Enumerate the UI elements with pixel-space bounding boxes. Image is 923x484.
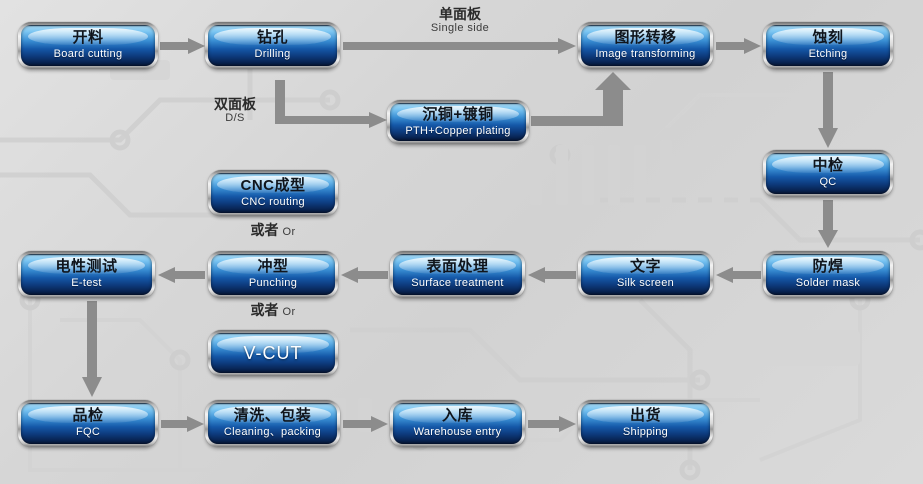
node-v-cut[interactable]: V-CUT <box>208 330 338 376</box>
node-v-cut-cn: V-CUT <box>243 342 303 363</box>
conn-cleaning-to-warehouse <box>343 416 388 432</box>
conn-e-test-to-fqc <box>82 301 102 397</box>
conn-fqc-to-cleaning <box>161 416 204 432</box>
node-fqc[interactable]: 品检 FQC <box>18 400 158 447</box>
node-e-test-en: E-test <box>71 277 102 290</box>
choice-label-or-1-en: Or <box>282 226 296 238</box>
node-qc[interactable]: 中检 QC <box>763 150 893 197</box>
branch-label-single-side-cn: 单面板 <box>439 6 481 22</box>
choice-label-or-2-en: Or <box>282 306 296 318</box>
conn-warehouse-to-shipping <box>528 416 576 432</box>
node-drilling-cn: 钻孔 <box>256 29 288 47</box>
node-pth-copper-plating-en: PTH+Copper plating <box>405 124 511 137</box>
node-shipping[interactable]: 出货 Shipping <box>578 400 713 447</box>
node-cleaning-packing[interactable]: 清洗、包装 Cleaning、packing <box>205 400 340 447</box>
node-qc-cn: 中检 <box>812 157 844 175</box>
branch-label-double-side-cn: 双面板 <box>214 96 256 112</box>
node-shipping-cn: 出货 <box>629 407 661 425</box>
node-pth-copper-plating[interactable]: 沉铜+镀铜 PTH+Copper plating <box>387 100 529 144</box>
conn-etching-to-qc <box>818 72 838 148</box>
node-qc-en: QC <box>819 176 837 189</box>
conn-surface-treatment-to-punching <box>341 267 388 283</box>
choice-label-or-2-cn: 或者 <box>250 302 279 318</box>
branch-label-double-side: 双面板 D/S <box>190 96 280 125</box>
node-pth-copper-plating-cn: 沉铜+镀铜 <box>422 105 494 123</box>
choice-label-or-1-cn: 或者 <box>250 222 279 238</box>
node-solder-mask[interactable]: 防焊 Solder mask <box>763 251 893 298</box>
node-cnc-routing-cn: CNC成型 <box>240 176 306 194</box>
node-etching[interactable]: 蚀刻 Etching <box>763 22 893 69</box>
branch-label-single-side-en: Single side <box>430 22 490 35</box>
conn-drilling-to-pth <box>275 80 387 136</box>
node-drilling[interactable]: 钻孔 Drilling <box>205 22 340 69</box>
conn-solder-mask-to-silk-screen <box>716 267 761 283</box>
node-surface-treatment-en: Surface treatment <box>411 277 504 290</box>
node-solder-mask-en: Solder mask <box>795 277 861 290</box>
node-cleaning-packing-en: Cleaning、packing <box>223 426 322 439</box>
node-fqc-en: FQC <box>75 426 101 439</box>
node-e-test[interactable]: 电性测试 E-test <box>18 251 155 298</box>
node-cnc-routing[interactable]: CNC成型 CNC routing <box>208 170 338 216</box>
node-etching-cn: 蚀刻 <box>812 29 844 47</box>
conn-qc-to-solder-mask <box>818 200 838 248</box>
node-warehouse-entry-cn: 入库 <box>441 407 473 425</box>
conn-drilling-to-image-transforming <box>343 38 576 54</box>
conn-board-cutting-to-drilling <box>160 38 205 54</box>
node-board-cutting-cn: 开料 <box>72 29 104 47</box>
conn-punching-to-e-test <box>158 267 205 283</box>
node-fqc-cn: 品检 <box>72 407 104 425</box>
node-shipping-en: Shipping <box>622 426 669 439</box>
node-etching-en: Etching <box>808 48 848 61</box>
node-punching-en: Punching <box>248 277 298 290</box>
branch-label-single-side: 单面板 Single side <box>385 6 535 35</box>
conn-silk-screen-to-surface-treatment <box>528 267 576 283</box>
node-e-test-cn: 电性测试 <box>55 258 118 276</box>
node-punching[interactable]: 冲型 Punching <box>208 251 338 298</box>
node-silk-screen[interactable]: 文字 Silk screen <box>578 251 713 298</box>
node-board-cutting[interactable]: 开料 Board cutting <box>18 22 158 69</box>
conn-image-transforming-to-etching <box>716 38 761 54</box>
conn-pth-to-image-transforming <box>531 72 631 126</box>
node-punching-cn: 冲型 <box>257 258 289 276</box>
node-drilling-en: Drilling <box>254 48 291 61</box>
node-warehouse-entry[interactable]: 入库 Warehouse entry <box>390 400 525 447</box>
node-surface-treatment-cn: 表面处理 <box>426 258 489 276</box>
node-cnc-routing-en: CNC routing <box>241 195 305 208</box>
node-image-transforming[interactable]: 图形转移 Image transforming <box>578 22 713 69</box>
node-cleaning-packing-cn: 清洗、包装 <box>233 407 312 425</box>
node-board-cutting-en: Board cutting <box>53 48 123 61</box>
branch-label-double-side-en: D/S <box>225 112 245 125</box>
node-silk-screen-en: Silk screen <box>616 277 675 290</box>
node-image-transforming-en: Image transforming <box>595 48 696 61</box>
node-surface-treatment[interactable]: 表面处理 Surface treatment <box>390 251 525 298</box>
node-warehouse-entry-en: Warehouse entry <box>413 426 502 439</box>
node-silk-screen-cn: 文字 <box>629 258 661 276</box>
node-image-transforming-cn: 图形转移 <box>614 29 677 47</box>
node-solder-mask-cn: 防焊 <box>812 258 844 276</box>
